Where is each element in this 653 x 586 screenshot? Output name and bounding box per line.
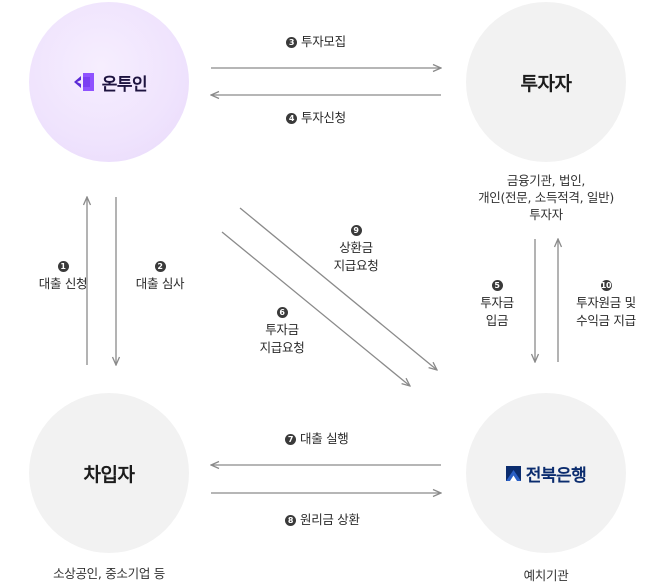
step-number-badge: 3 (286, 37, 297, 48)
investor-desc-line: 금융기관, 법인, (506, 173, 586, 188)
investor-title: 투자자 (520, 72, 572, 95)
flow-text: 지급요청 (259, 340, 305, 355)
bank-description: 예치기관 (523, 568, 569, 583)
bank-logo-icon (505, 465, 521, 481)
flow-label-10: 10 투자원금 및 수익금 지급 (562, 276, 650, 330)
node-investor: 투자자 (466, 2, 626, 162)
step-number-badge: 8 (285, 515, 296, 526)
bank-logo: 전북은행 (505, 461, 587, 486)
arrow-6-invest-pay-request (221, 231, 410, 386)
flow-label-8: 8 원리금 상환 (285, 511, 360, 529)
flow-text: 투자모집 (301, 34, 346, 49)
flow-label-6: 6 투자금 지급요청 (244, 303, 320, 357)
flow-text: 투자신청 (301, 110, 346, 125)
arrow-9-repay-request (239, 207, 437, 370)
flow-text: 투자금 (265, 322, 299, 337)
flow-text: 대출 실행 (300, 431, 349, 446)
step-number-badge: 2 (154, 261, 166, 272)
borrower-title: 차입자 (83, 463, 135, 486)
investor-description: 금융기관, 법인, 개인(전문, 소득적격, 일반) 투자자 (449, 172, 643, 223)
flow-text: 원리금 상환 (300, 512, 360, 527)
ontu-logo-icon (73, 73, 94, 91)
node-bank: 전북은행 (466, 393, 626, 553)
bank-logo-text: 전북은행 (525, 465, 587, 486)
ontu-logo-text: 온투인 (101, 74, 148, 95)
step-number-badge: 4 (286, 113, 297, 124)
borrower-description: 소상공인, 중소기업 등 (53, 566, 165, 581)
flow-text: 대출 신청 (38, 276, 88, 291)
node-ontu: 온투인 (29, 2, 189, 162)
flow-label-9: 9 상환금 지급요청 (318, 221, 394, 275)
flow-label-4: 4 투자신청 (286, 109, 346, 127)
step-number-badge: 6 (276, 307, 288, 318)
flow-label-5: 5 투자금 입금 (466, 276, 528, 330)
flow-text: 입금 (485, 313, 509, 328)
node-borrower: 차입자 (29, 393, 189, 553)
ontu-logo: 온투인 (71, 70, 148, 95)
flow-text: 지급요청 (333, 258, 379, 273)
step-number-badge: 9 (350, 225, 362, 236)
investor-desc-line: 개인(전문, 소득적격, 일반) (478, 190, 614, 205)
step-number-badge: 10 (600, 280, 612, 291)
flow-text: 수익금 지급 (576, 313, 636, 328)
investor-desc-line: 투자자 (529, 207, 563, 222)
step-number-badge: 7 (285, 434, 296, 445)
step-number-badge: 5 (491, 280, 503, 291)
flow-label-7: 7 대출 실행 (285, 430, 349, 448)
flow-label-1: 1 대출 신청 (15, 257, 111, 293)
step-number-badge: 1 (57, 261, 69, 272)
flow-text: 대출 심사 (135, 276, 185, 291)
flow-label-2: 2 대출 심사 (115, 257, 205, 293)
flow-text: 상환금 (339, 240, 373, 255)
flow-text: 투자금 (480, 295, 514, 310)
flow-text: 투자원금 및 (576, 295, 636, 310)
flow-label-3: 3 투자모집 (286, 33, 346, 51)
